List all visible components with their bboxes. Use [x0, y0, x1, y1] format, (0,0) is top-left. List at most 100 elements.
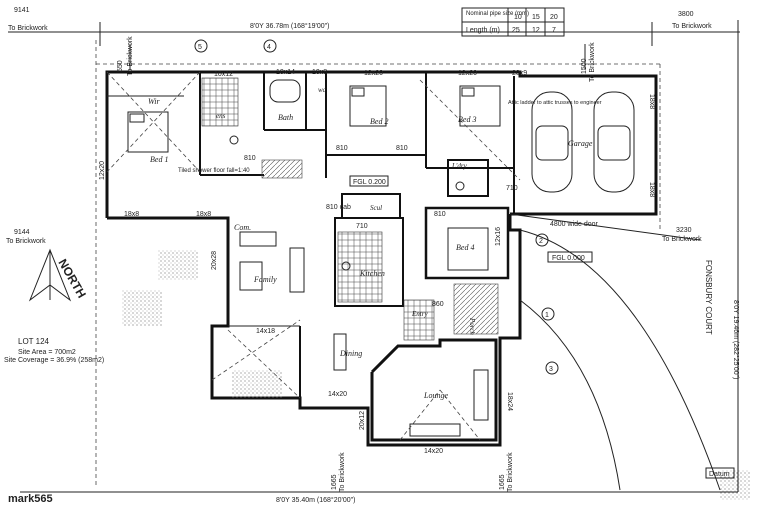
pipe-length-12: 12	[532, 27, 540, 34]
pipe-length-25: 25	[512, 27, 520, 34]
note-tiled-shower: Tiled shower floor fall=1:40	[178, 168, 250, 174]
boundary-top: 8'0Y 36.78m (168°19'00")	[250, 22, 329, 30]
room-family: Family	[253, 275, 277, 284]
dim-14x20-lounge: 14x20	[424, 448, 443, 455]
north-label: NORTH	[55, 257, 88, 301]
setback-top-1500: 1500	[581, 58, 588, 74]
room-bed3: Bed 3	[458, 115, 476, 124]
setback-tr-label: To Brickwork	[672, 23, 712, 30]
site-boundary	[8, 20, 740, 493]
pipe-table	[461, 7, 565, 37]
lot-title: LOT 124	[18, 337, 50, 346]
setback-bot-1665b-b: To Brickwork	[507, 452, 514, 492]
boundary-bottom: 8'0Y 35.40m (168°20'00")	[276, 496, 355, 504]
dim-810-cab: 810 cab	[326, 204, 351, 211]
note-datum: Datum	[709, 471, 730, 478]
dim-12x20-bed3: 12x20	[458, 70, 477, 77]
lounge-sofa-2	[409, 423, 461, 437]
path-curve	[519, 299, 621, 491]
roof-lines	[106, 71, 521, 441]
setback-ml-label: To Brickwork	[6, 238, 46, 245]
boundary-right: 8'0Y 19.46m (282°25'00")	[732, 300, 740, 379]
note-fgl-side: FGL 0.000	[552, 255, 585, 262]
garage-cars	[531, 91, 635, 193]
dim-710-b: 710	[506, 185, 518, 192]
dim-810-c: 810	[396, 145, 408, 152]
dim-12x20-bed1: 12x20	[99, 161, 106, 180]
basin	[229, 135, 239, 145]
driveway-edge	[509, 213, 701, 241]
garden-planting-3	[232, 370, 282, 398]
setback-top-1500-b: To Brickwork	[589, 42, 596, 82]
setback-tl-label: To Brickwork	[8, 25, 48, 32]
room-garage: Garage	[568, 139, 593, 148]
setback-bot-1665: 1665	[331, 474, 338, 490]
setback-top-550-b: To Brickwork	[127, 36, 134, 76]
setback-mr-value: 3230	[676, 227, 692, 234]
dim-20x28: 20x28	[211, 251, 218, 270]
datum-box	[705, 467, 735, 479]
dim-12x20-bed2: 12x20	[364, 70, 383, 77]
room-bed4: Bed 4	[456, 243, 474, 252]
room-bed1: Bed 1	[150, 155, 168, 164]
street-name: FONSBURY COURT	[704, 260, 713, 335]
garden-planting-4	[720, 470, 750, 500]
room-lounge: Lounge	[423, 391, 448, 400]
dim-14x18: 14x18	[256, 328, 275, 335]
dim-10x12: 10x12	[214, 71, 233, 78]
dim-810-b: 810	[336, 145, 348, 152]
setback-mr-label: To Brickwork	[662, 236, 702, 243]
dim-18x8-b: 18x8	[196, 211, 211, 218]
laundry-tub	[455, 181, 465, 191]
dining-table	[333, 333, 347, 371]
marker-1-text: 1	[545, 312, 549, 319]
room-wc: wc	[318, 86, 327, 94]
dim-12x16: 12x16	[495, 227, 502, 246]
setback-ml-value: 9144	[14, 229, 30, 236]
bed4-furniture-bed	[447, 227, 489, 271]
setback-bot-1665-b: To Brickwork	[339, 452, 346, 492]
north-arrow	[28, 248, 72, 302]
top-dimension-ticks	[99, 22, 653, 70]
room-dining: Dining	[339, 349, 362, 358]
bath-tub	[269, 79, 301, 103]
watermark: mark565	[8, 493, 53, 505]
markers	[194, 39, 559, 375]
dim-10x14: 10x14	[276, 69, 295, 76]
family-table	[289, 247, 305, 293]
driveway-curve	[519, 229, 721, 491]
marker-2-text: 2	[539, 238, 543, 245]
lounge-sofa	[473, 369, 489, 421]
dim-20x12: 20x12	[359, 411, 366, 430]
marker-4	[263, 39, 277, 53]
marker-1	[541, 307, 555, 321]
porch-hatch	[453, 283, 499, 335]
dim-810-d: 810	[434, 211, 446, 218]
dim-10x8: 10x8	[312, 69, 327, 76]
room-porch: Porch	[468, 317, 476, 335]
fgl-main-box	[349, 175, 389, 187]
pipe-size-20: 20	[550, 14, 558, 21]
marker-3-text: 3	[549, 366, 553, 373]
pipe-length-7: 7	[552, 27, 556, 34]
com-sofa	[239, 231, 277, 247]
dim-20x9: 20x9	[512, 70, 527, 77]
room-bath: Bath	[278, 113, 293, 122]
marker-5	[194, 39, 208, 53]
marker-4-text: 4	[267, 44, 271, 51]
note-attic-ladder: Attic ladder to attic trusses to enginee…	[508, 100, 602, 106]
marker-5-text: 5	[198, 44, 202, 51]
fgl-side-box	[547, 251, 593, 263]
note-fgl-main: FGL 0.200	[353, 179, 386, 186]
ensuite-tiles	[201, 77, 239, 127]
dim-18x8-a: 18x8	[124, 211, 139, 218]
kitchen-tiles	[337, 231, 383, 303]
room-laundry: L'dry	[451, 162, 468, 170]
dim-860: 860	[432, 301, 444, 308]
room-bed2: Bed 2	[370, 117, 388, 126]
bed1-furniture-bed	[127, 111, 169, 153]
dim-810-a: 810	[244, 155, 256, 162]
lot-site-area: Site Area = 700m2	[18, 349, 76, 356]
pipe-length-header: Length (m)	[466, 27, 500, 34]
